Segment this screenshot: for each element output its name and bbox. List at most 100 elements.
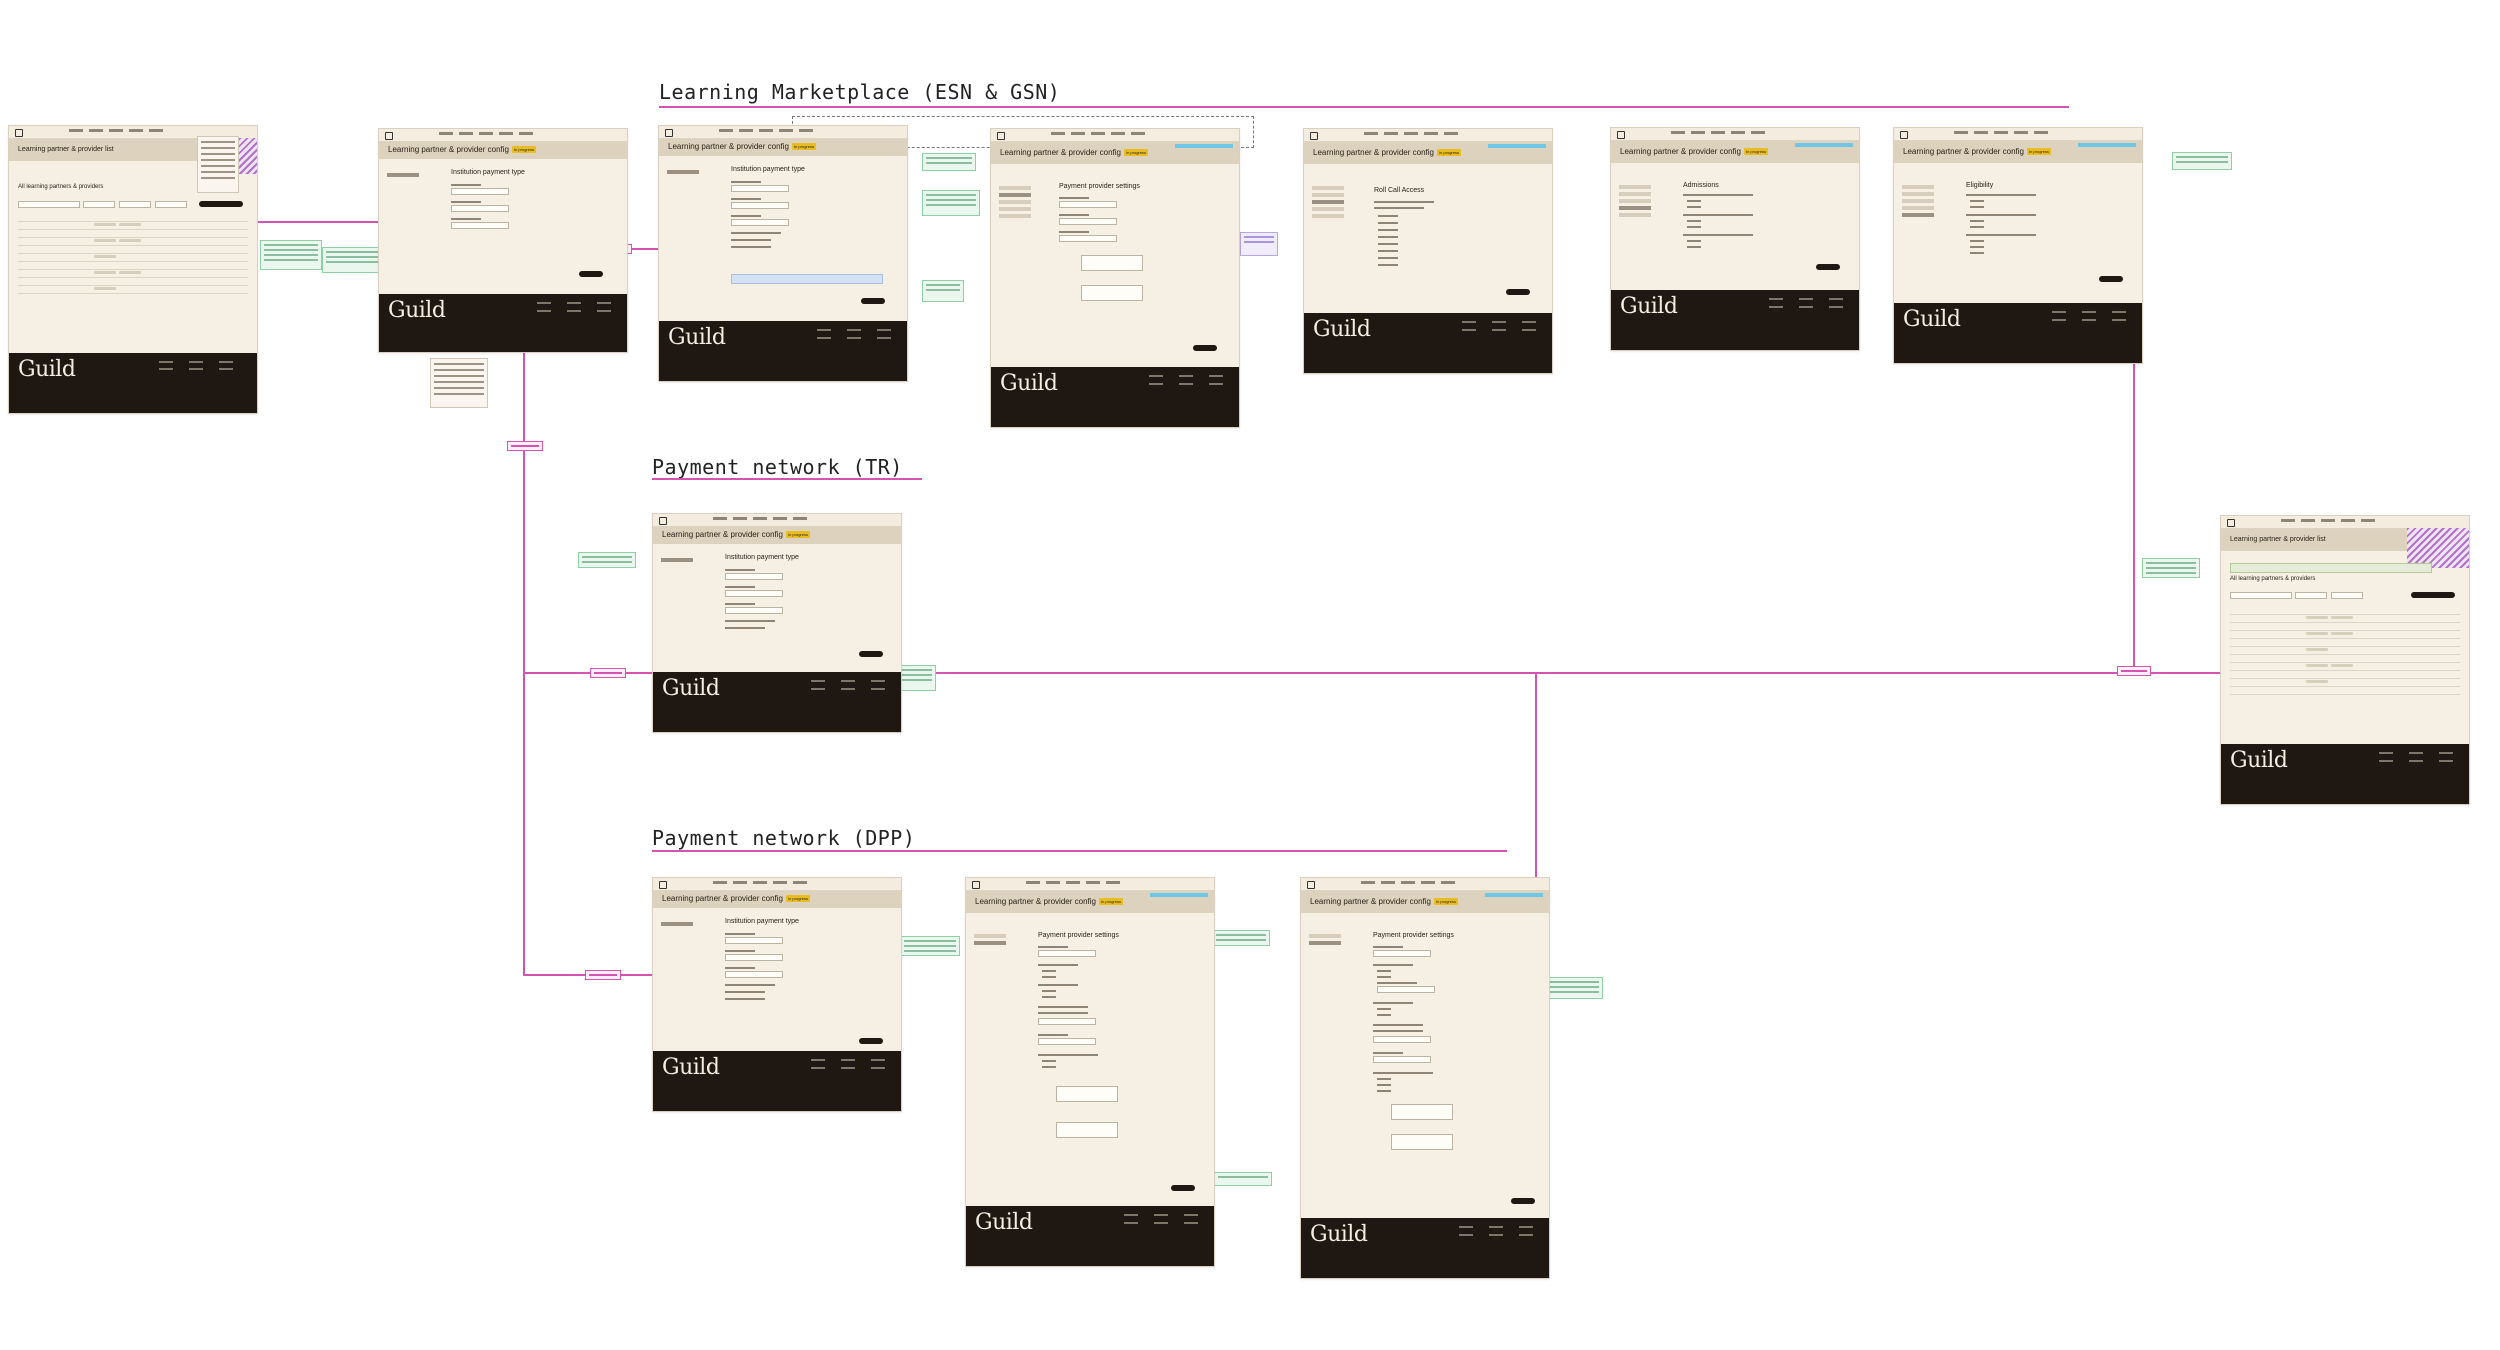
footer-link[interactable] — [871, 680, 885, 682]
select-field[interactable] — [1059, 201, 1117, 208]
file-upload[interactable] — [1056, 1086, 1118, 1102]
footer-link[interactable] — [1462, 329, 1476, 331]
table-row[interactable] — [2230, 670, 2460, 671]
nav-link[interactable] — [1071, 132, 1085, 135]
footer-link[interactable] — [817, 337, 831, 339]
footer-link[interactable] — [1124, 1222, 1138, 1224]
select-field[interactable] — [1059, 235, 1117, 242]
nav-link[interactable] — [713, 881, 727, 884]
nav-link[interactable] — [773, 881, 787, 884]
social-icons[interactable] — [1903, 353, 1923, 356]
next-button[interactable] — [1816, 264, 1840, 270]
nav-link[interactable] — [1361, 881, 1375, 884]
sidebar-item[interactable] — [661, 558, 693, 562]
social-icons[interactable] — [18, 403, 38, 406]
sidebar-item[interactable] — [1619, 192, 1651, 196]
sidebar-item[interactable] — [1312, 186, 1344, 190]
text-field[interactable] — [725, 954, 783, 961]
nav-link[interactable] — [773, 517, 787, 520]
social-icons[interactable] — [662, 722, 682, 725]
footer-link[interactable] — [189, 368, 203, 370]
social-icons[interactable] — [1620, 340, 1640, 343]
footer-link[interactable] — [1769, 298, 1783, 300]
nav-link[interactable] — [1404, 132, 1418, 135]
footer-link[interactable] — [817, 329, 831, 331]
filter-select[interactable] — [119, 201, 151, 208]
nav-link[interactable] — [1731, 131, 1745, 134]
sidebar-item[interactable] — [1619, 206, 1651, 210]
footer-link[interactable] — [1829, 306, 1843, 308]
nav-link[interactable] — [1691, 131, 1705, 134]
sidebar-item[interactable] — [999, 200, 1031, 204]
footer-link[interactable] — [567, 302, 581, 304]
table-row[interactable] — [18, 277, 248, 278]
next-button[interactable] — [859, 651, 883, 657]
footer-link[interactable] — [1522, 321, 1536, 323]
table-row[interactable] — [18, 269, 248, 270]
nav-link[interactable] — [1106, 881, 1120, 884]
nav-link[interactable] — [2361, 519, 2375, 522]
text-field[interactable] — [1038, 1038, 1096, 1045]
nav-link[interactable] — [719, 129, 733, 132]
sidebar-item[interactable] — [1619, 185, 1651, 189]
next-button[interactable] — [861, 298, 885, 304]
table-row[interactable] — [2230, 638, 2460, 639]
nav-link[interactable] — [753, 881, 767, 884]
text-field[interactable] — [725, 937, 783, 944]
next-button[interactable] — [1171, 1185, 1195, 1191]
sidebar-item[interactable] — [999, 207, 1031, 211]
nav-link[interactable] — [2034, 131, 2048, 134]
footer-link[interactable] — [1489, 1226, 1503, 1228]
text-field[interactable] — [451, 205, 509, 212]
file-upload[interactable] — [1081, 285, 1143, 301]
nav-link[interactable] — [779, 129, 793, 132]
footer-link[interactable] — [2082, 319, 2096, 321]
nav-link[interactable] — [793, 517, 807, 520]
footer-link[interactable] — [841, 680, 855, 682]
footer-link[interactable] — [1492, 321, 1506, 323]
sidebar-item[interactable] — [1902, 192, 1934, 196]
nav-link[interactable] — [2014, 131, 2028, 134]
text-field[interactable] — [725, 573, 783, 580]
table-row[interactable] — [2230, 646, 2460, 647]
nav-link[interactable] — [1091, 132, 1105, 135]
text-field[interactable] — [1038, 1018, 1096, 1025]
filter-select[interactable] — [155, 201, 187, 208]
nav-link[interactable] — [129, 129, 143, 132]
table-row[interactable] — [2230, 614, 2460, 615]
table-row[interactable] — [2230, 678, 2460, 679]
nav-link[interactable] — [1994, 131, 2008, 134]
nav-link[interactable] — [1364, 132, 1378, 135]
nav-link[interactable] — [739, 129, 753, 132]
sidebar-item[interactable] — [661, 922, 693, 926]
footer-link[interactable] — [597, 310, 611, 312]
nav-link[interactable] — [1751, 131, 1765, 134]
nav-link[interactable] — [753, 517, 767, 520]
nav-link[interactable] — [1424, 132, 1438, 135]
nav-link[interactable] — [2321, 519, 2335, 522]
footer-link[interactable] — [1154, 1222, 1168, 1224]
text-field[interactable] — [725, 590, 783, 597]
footer-link[interactable] — [1769, 306, 1783, 308]
footer-link[interactable] — [1154, 1214, 1168, 1216]
nav-link[interactable] — [1046, 881, 1060, 884]
social-icons[interactable] — [1000, 417, 1020, 420]
social-icons[interactable] — [668, 371, 688, 374]
footer-link[interactable] — [2112, 319, 2126, 321]
screen-partner-list-end[interactable]: Learning partner & provider list All lea… — [2220, 515, 2470, 805]
footer-link[interactable] — [841, 688, 855, 690]
screen-partner-list-start[interactable]: Learning partner & provider list All lea… — [8, 125, 258, 414]
footer-link[interactable] — [877, 337, 891, 339]
table-row[interactable] — [18, 253, 248, 254]
select-field[interactable] — [1038, 950, 1096, 957]
add-partner-button[interactable] — [2411, 592, 2455, 598]
sidebar-item[interactable] — [1309, 941, 1341, 945]
footer-link[interactable] — [159, 361, 173, 363]
text-field[interactable] — [1373, 1036, 1431, 1043]
footer-link[interactable] — [1184, 1222, 1198, 1224]
table-row[interactable] — [2230, 686, 2460, 687]
select-field[interactable] — [731, 219, 789, 226]
next-button[interactable] — [2099, 276, 2123, 282]
